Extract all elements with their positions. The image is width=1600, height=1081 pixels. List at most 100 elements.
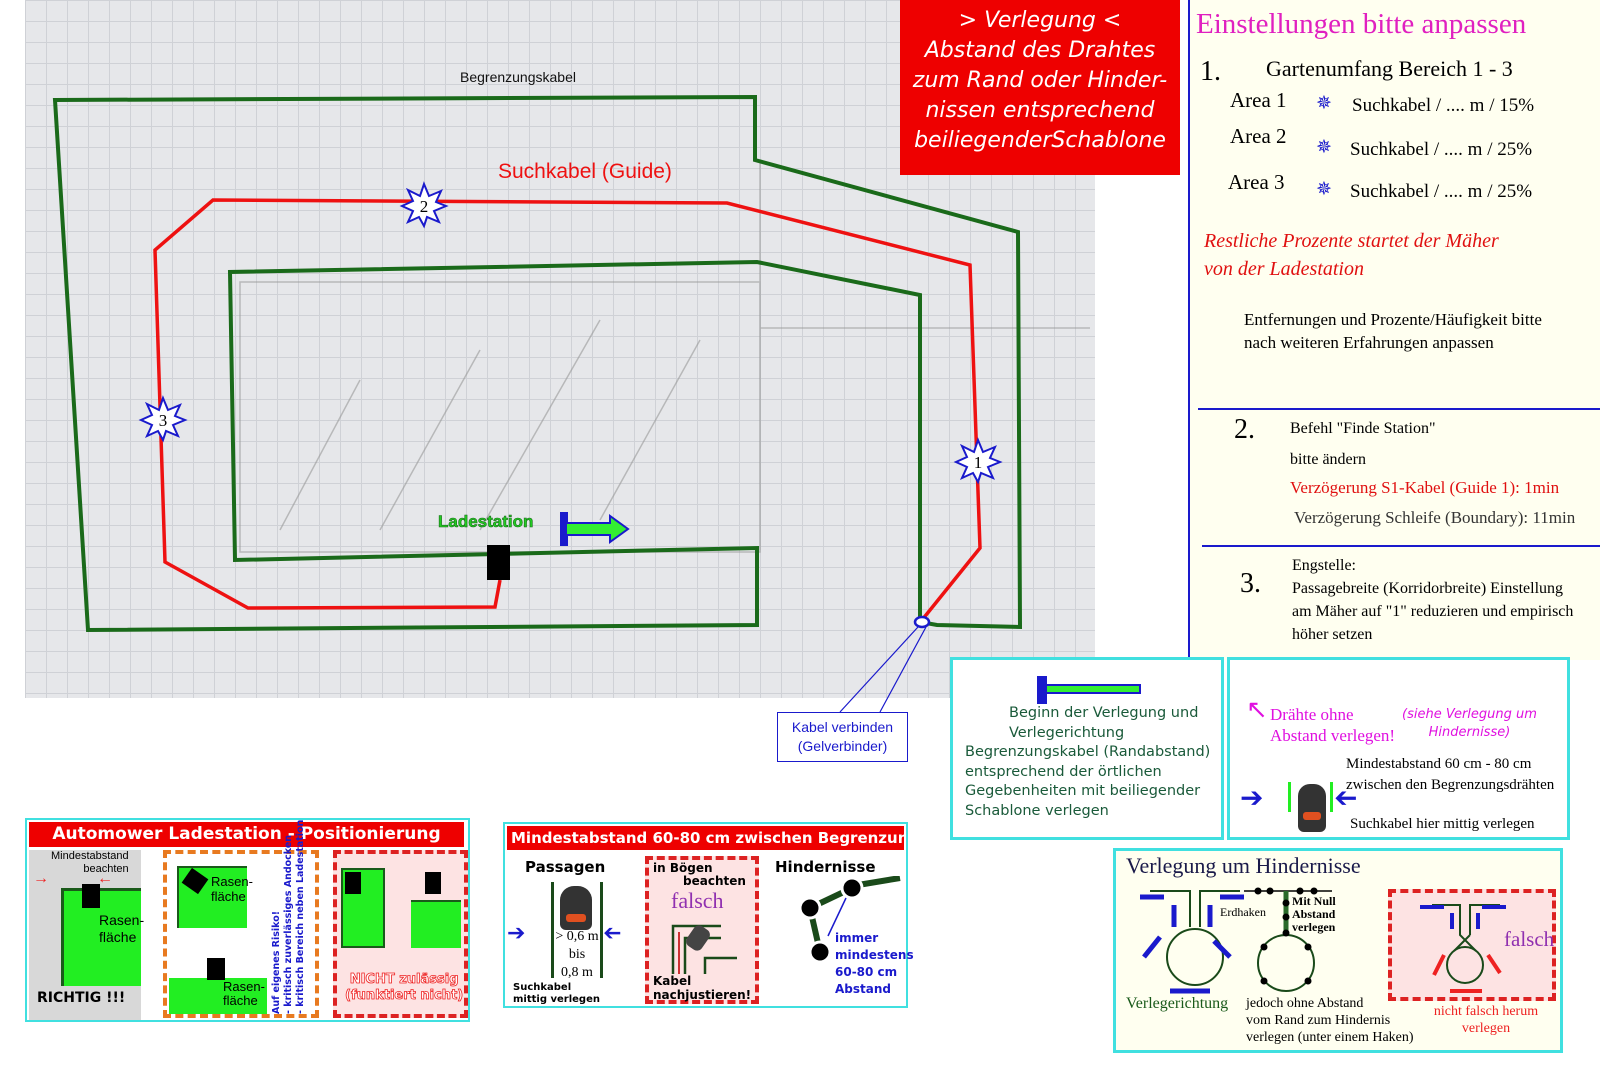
panel-title: Automower Ladestation - Positionierung <box>29 822 464 847</box>
star-icon: ✵ <box>1316 179 1332 200</box>
rest-text-1: Restliche Prozente startet der Mäher <box>1204 230 1499 252</box>
arrow-left-icon: ← <box>97 870 113 887</box>
station-icon <box>345 872 361 894</box>
wire-line <box>1330 782 1333 812</box>
not-allowed-label: NICHT zulässig(funktiert nicht) <box>345 972 464 1004</box>
wire-line <box>1288 782 1291 812</box>
pink-arrow-icon: ↖ <box>1246 694 1268 724</box>
wrong-loop-icon <box>1420 904 1506 993</box>
divider <box>1202 545 1600 547</box>
begin-text: entsprechend der örtlichen <box>965 763 1162 780</box>
svg-text:3: 3 <box>159 411 168 430</box>
settings-title: Einstellungen bitte anpassen <box>1196 8 1527 40</box>
arrow-left-icon: ➔ <box>1334 782 1358 813</box>
connector-callout: Kabel verbinden (Gelverbinder) <box>777 712 908 762</box>
lawn-label: Rasen-fläche <box>223 979 265 1008</box>
correct-label: RICHTIG !!! <box>37 990 126 1006</box>
obstacles-heading: Hindernisse <box>775 858 876 876</box>
note-line: > Verlegung < <box>958 8 1122 33</box>
note-line: beiliegenderSchablone <box>914 128 1166 153</box>
svg-text:1: 1 <box>974 453 983 472</box>
section-2-line: Verzögerung Schleife (Boundary): 11min <box>1294 508 1576 527</box>
ground-hook-label: Erdhaken <box>1220 905 1266 919</box>
start-direction-arrow <box>560 512 630 546</box>
star-icon: ✵ <box>1316 93 1332 114</box>
direction-arrow-icon <box>1045 684 1141 694</box>
note-line: nissen entsprechend <box>925 98 1155 123</box>
station-icon <box>425 872 441 894</box>
section-2-line: bitte ändern <box>1290 451 1366 468</box>
pencil-sketch <box>239 160 1090 553</box>
passages-heading: Passagen <box>525 858 606 876</box>
panel-title: Verlegung um Hindernisse <box>1126 853 1361 878</box>
wrong-loop-example: falsch <box>1388 889 1556 1001</box>
begin-text: Beginn der Verlegung und <box>1009 705 1199 721</box>
area-2-text: Suchkabel / .... m / 25% <box>1350 139 1533 160</box>
zero-gap-loop-icon <box>1244 887 1332 992</box>
panel-title: Mindestabstand 60-80 cm zwischen Begrenz… <box>507 826 904 850</box>
risky-example: Rasen-fläche Rasen-fläche Auf eigenes Ri… <box>163 820 319 1018</box>
wire-line <box>600 882 603 978</box>
star-icon: ✵ <box>1316 137 1332 158</box>
wire-line <box>551 882 554 978</box>
star-marker-1: 1 <box>953 437 1003 485</box>
lawn-area <box>411 900 461 948</box>
direction-label: Verlegerichtung <box>1126 995 1229 1012</box>
area-3-label: Area 3 <box>1228 170 1285 194</box>
min-distance-panel: Mindestabstand 60-80 cm zwischen Begrenz… <box>503 822 914 1008</box>
section-1-number: 1. <box>1200 56 1221 87</box>
divider <box>1198 408 1600 410</box>
star-marker-3: 3 <box>138 395 188 443</box>
wrong-label: falsch <box>1504 927 1555 951</box>
note-text-2: nach weiteren Erfahrungen anpassen <box>1244 333 1494 352</box>
section-1-title: Gartenumfang Bereich 1 - 3 <box>1266 56 1513 81</box>
start-direction-icon <box>1037 676 1047 704</box>
boundary-label: Begrenzungskabel <box>460 69 576 85</box>
boundary-wire <box>52 94 1023 633</box>
note-line: Abstand des Drahtes <box>924 38 1156 63</box>
lawn-area <box>61 888 141 986</box>
area-2-label: Area 2 <box>1230 124 1287 148</box>
obstacle-laying-panel: Verlegung um Hindernisse Verlegerichtung… <box>1113 848 1563 1053</box>
svg-text:2: 2 <box>420 197 429 216</box>
lawn-label: Rasen-fläche <box>99 912 145 945</box>
rest-text-2: von der Ladestation <box>1204 258 1364 280</box>
begin-text: Begrenzungskabel (Randabstand) <box>965 744 1211 760</box>
guide-wire <box>153 198 982 622</box>
note-text-1: Entfernungen und Prozente/Häufigkeit bit… <box>1244 310 1542 329</box>
lawn-area <box>169 978 267 1014</box>
station-label: Ladestation <box>438 512 533 531</box>
begin-text: Schablone verlegen <box>965 802 1109 819</box>
mower-icon <box>1298 784 1326 832</box>
curve-wires-icon <box>671 924 737 974</box>
section-3-line: Engstelle: <box>1292 557 1356 574</box>
star-marker-2: 2 <box>399 181 449 229</box>
connector-point <box>913 615 931 629</box>
correct-loop-icon <box>1140 890 1244 994</box>
settings-panel: Einstellungen bitte anpassen 1. Gartenum… <box>1188 0 1600 660</box>
section-3-number: 3. <box>1240 568 1261 599</box>
min-distance-text: Mindestabstand 60 cm - 80 cm <box>1346 756 1532 772</box>
station-icon <box>207 958 225 980</box>
connector-label-1: Kabel verbinden <box>791 719 894 735</box>
begin-direction-box: Beginn der Verlegung und Verlegerichtung… <box>950 657 1224 840</box>
mower-icon <box>560 886 592 930</box>
section-2-number: 2. <box>1234 414 1255 445</box>
connector-label-2: (Gelverbinder) <box>797 738 888 754</box>
arrow-left-icon: ➔ <box>603 920 622 945</box>
area-1-label: Area 1 <box>1230 88 1287 112</box>
obstacles-icon <box>798 876 901 964</box>
section-3-line: am Mäher auf "1" reduzieren und empirisc… <box>1292 603 1574 620</box>
